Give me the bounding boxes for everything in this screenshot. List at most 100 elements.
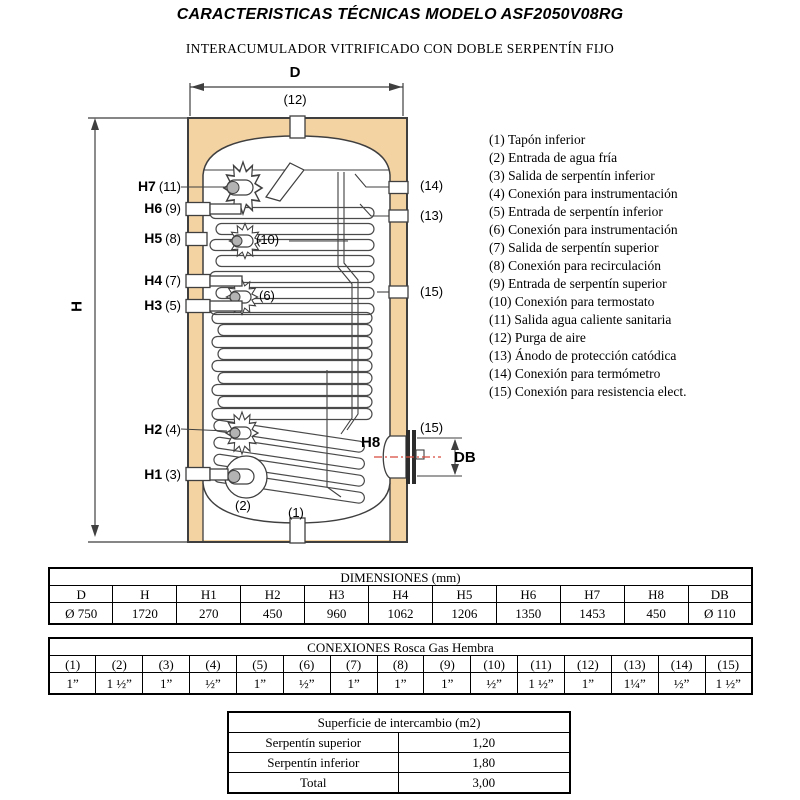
page-title: CARACTERISTICAS TÉCNICAS MODELO ASF2050V…: [176, 6, 624, 23]
column-header: H3: [304, 585, 370, 603]
d-arrow-right: [389, 83, 402, 91]
column-header: (11): [517, 655, 565, 673]
column-header: (10): [470, 655, 519, 673]
height-label-h6: H6(9): [144, 200, 181, 216]
table-cell: 1 ½”: [95, 672, 144, 695]
legend-item: (6) Conexión para instrumentación: [489, 222, 678, 237]
electric-heater-flange: [374, 430, 441, 484]
outlet-pipe-11: [265, 162, 305, 202]
h8-dim-label: H8: [361, 434, 381, 451]
thermowell-10: [228, 222, 262, 260]
table-cell: 1¼”: [610, 672, 659, 695]
d-dim-label: D: [289, 64, 301, 81]
thermowell-11: [223, 161, 263, 215]
column-header: (12): [563, 655, 612, 673]
column-header: H1: [176, 585, 242, 603]
table-cell: 1”: [142, 672, 191, 695]
column-header: (13): [610, 655, 659, 673]
column-header: H4: [368, 585, 433, 603]
table-cell: ½”: [282, 672, 331, 695]
port-label-15-flange: (15): [420, 420, 444, 435]
table-cell: 960: [304, 602, 370, 625]
column-header: (6): [282, 655, 331, 673]
table-cell: 1”: [48, 672, 97, 695]
table-cell: 1”: [423, 672, 472, 695]
cold-inlet-boss: [224, 455, 268, 499]
table-cell: 450: [240, 602, 306, 625]
column-header: (9): [423, 655, 472, 673]
table-cell: ½”: [657, 672, 706, 695]
table-cell: 1 ½”: [704, 672, 753, 695]
legend-item: (7) Salida de serpentín superior: [489, 240, 659, 255]
table-cell: 1350: [495, 602, 561, 625]
db-dim-label: DB: [454, 449, 476, 466]
legend: (1) Tapón inferior (2) Entrada de agua f…: [489, 131, 687, 401]
column-header: D: [48, 585, 114, 603]
table-cell: 3,00: [397, 772, 571, 794]
column-header: (15): [704, 655, 753, 673]
column-header: H5: [431, 585, 497, 603]
dimensions-table: DIMENSIONES (mm) D H H1 H2 H3 H4 H5 H6 H…: [48, 567, 753, 625]
height-label-h1: H1(3): [144, 466, 181, 482]
column-header: (14): [657, 655, 706, 673]
legend-item: (8) Conexión para recirculación: [489, 258, 662, 273]
port-label-2: (2): [235, 498, 251, 513]
column-header: H2: [240, 585, 306, 603]
height-label-h2: H2(4): [144, 421, 181, 437]
d-dimension: [189, 83, 404, 116]
column-header: (7): [329, 655, 378, 673]
surface-table-title: Superficie de intercambio (m2): [227, 711, 571, 733]
table-cell: 270: [176, 602, 242, 625]
table-cell: Ø 110: [687, 602, 753, 625]
height-label-h3: H3(5): [144, 297, 181, 313]
row-label: Serpentín inferior: [227, 752, 399, 773]
table-cell: 1062: [368, 602, 433, 625]
port-label-1: (1): [288, 505, 304, 520]
page-subtitle: INTERACUMULADOR VITRIFICADO CON DOBLE SE…: [185, 41, 615, 56]
legend-item: (12) Purga de aire: [489, 330, 586, 345]
table-cell: 1,80: [397, 752, 571, 773]
h-dimension: [88, 117, 190, 543]
d-arrow-left: [191, 83, 204, 91]
column-header: H6: [495, 585, 561, 603]
h-arrow-top: [91, 118, 99, 130]
port-label-15-upper: (15): [420, 284, 444, 299]
table-cell: 1,20: [397, 732, 571, 753]
column-header: (4): [189, 655, 237, 673]
port-label-6: (6): [259, 288, 275, 303]
table-cell: 1”: [376, 672, 425, 695]
column-header: (2): [95, 655, 144, 673]
height-label-h4: H4(7): [144, 272, 181, 288]
height-label-h7: H7(11): [137, 178, 181, 194]
height-label-h5: H5(8): [144, 230, 181, 246]
column-header: (1): [48, 655, 97, 673]
port-label-12: (12): [283, 92, 307, 107]
table-cell: Ø 750: [48, 602, 114, 625]
column-header: H: [112, 585, 178, 603]
row-label: Serpentín superior: [227, 732, 399, 753]
column-header: (3): [142, 655, 191, 673]
dimensions-table-title: DIMENSIONES (mm): [48, 567, 753, 586]
legend-item: (9) Entrada de serpentín superior: [489, 276, 667, 291]
tank-diagram-svg: [88, 83, 462, 544]
table-cell: ½”: [189, 672, 237, 695]
nozzles: [185, 115, 409, 544]
table-cell: 1 ½”: [517, 672, 565, 695]
port-label-10: (10): [256, 232, 280, 247]
connections-table-title: CONEXIONES Rosca Gas Hembra: [48, 637, 753, 656]
table-cell: 1453: [559, 602, 625, 625]
table-cell: ½”: [470, 672, 519, 695]
legend-item: (3) Salida de serpentín inferior: [489, 168, 655, 183]
column-header: H8: [623, 585, 689, 603]
port-label-14: (14): [420, 178, 444, 193]
legend-item: (4) Conexión para instrumentación: [489, 186, 678, 201]
leader-lines: [180, 186, 348, 432]
legend-item: (5) Entrada de serpentín inferior: [489, 204, 663, 219]
db-arrow-top: [451, 439, 459, 450]
table-cell: 1206: [431, 602, 497, 625]
table-cell: 1”: [329, 672, 378, 695]
legend-item: (13) Ánodo de protección catódica: [489, 348, 677, 363]
table-cell: 1”: [563, 672, 612, 695]
thermowell-4: [225, 411, 259, 455]
